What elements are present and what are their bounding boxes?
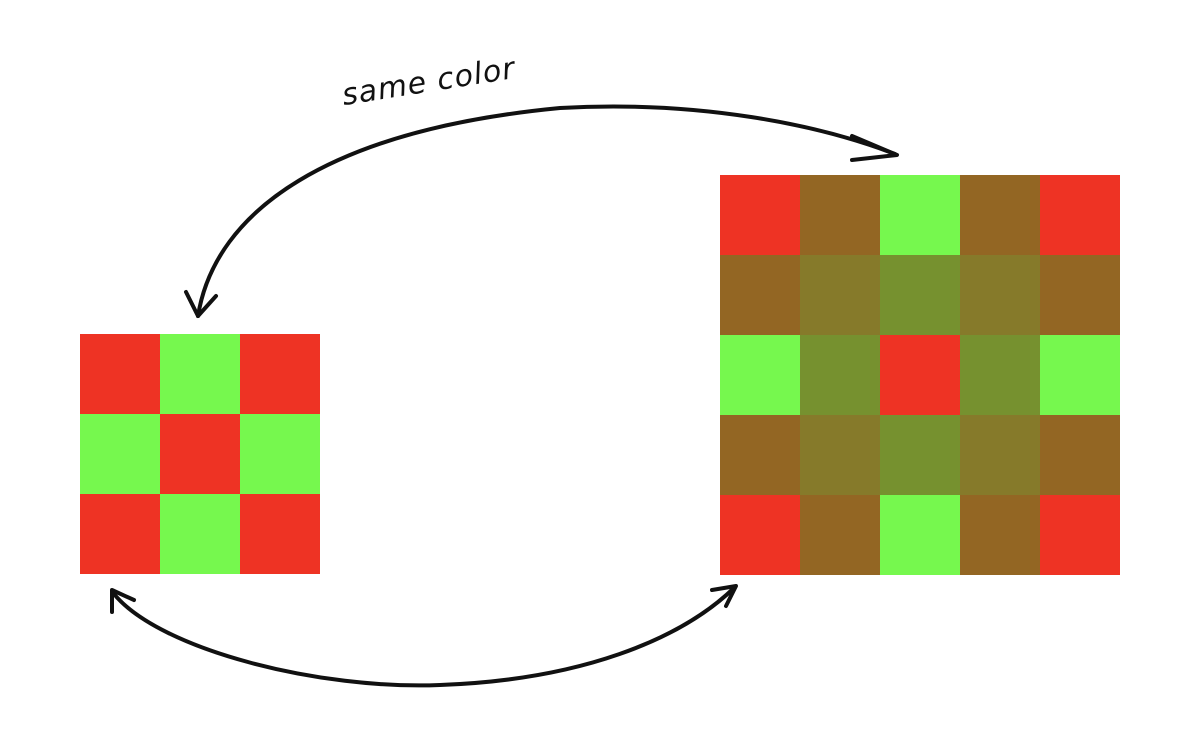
large-cell-olive-green [880, 415, 960, 495]
large-cell-brown [960, 175, 1040, 255]
large-cell-red [880, 335, 960, 415]
small-cell-red [240, 334, 320, 414]
top-arrow-head-right [850, 134, 899, 162]
large-cell-olive-green [800, 335, 880, 415]
large-cell-brown [960, 495, 1040, 575]
large-cell-green [880, 175, 960, 255]
large-cell-olive-brown [800, 255, 880, 335]
small-cell-green [160, 494, 240, 574]
large-cell-olive-green [880, 255, 960, 335]
bottom-arrow-head-right [710, 584, 738, 608]
large-cell-brown [800, 175, 880, 255]
large-checkerboard [720, 175, 1120, 575]
large-cell-olive-brown [800, 415, 880, 495]
large-cell-green [720, 335, 800, 415]
large-cell-red [1040, 495, 1120, 575]
same-color-label: same color [339, 51, 518, 113]
small-cell-green [160, 334, 240, 414]
bottom-arrow-curve [112, 586, 736, 688]
large-cell-brown [1040, 255, 1120, 335]
small-cell-green [240, 414, 320, 494]
large-cell-green [880, 495, 960, 575]
large-cell-red [720, 495, 800, 575]
small-checkerboard [80, 334, 320, 574]
large-cell-green [1040, 335, 1120, 415]
small-cell-red [80, 334, 160, 414]
small-cell-green [80, 414, 160, 494]
large-cell-olive-brown [960, 255, 1040, 335]
large-cell-brown [720, 415, 800, 495]
small-cell-red [240, 494, 320, 574]
large-cell-brown [720, 255, 800, 335]
large-cell-red [720, 175, 800, 255]
large-cell-olive-brown [960, 415, 1040, 495]
top-arrow-head-left [184, 290, 218, 318]
bottom-arrow-head-left [110, 588, 136, 614]
large-cell-brown [1040, 415, 1120, 495]
small-cell-red [80, 494, 160, 574]
large-cell-brown [800, 495, 880, 575]
small-cell-red [160, 414, 240, 494]
large-cell-red [1040, 175, 1120, 255]
large-cell-olive-green [960, 335, 1040, 415]
